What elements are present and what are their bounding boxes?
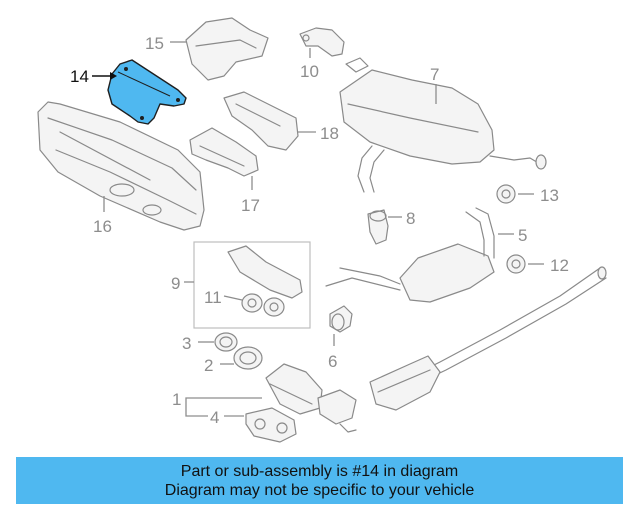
leader-11 xyxy=(223,295,243,301)
callout-7: 7 xyxy=(430,65,439,84)
callout-6: 6 xyxy=(328,352,337,371)
callout-2: 2 xyxy=(204,356,213,375)
callout-17: 17 xyxy=(241,196,260,215)
leader-14-arrow-icon xyxy=(110,72,117,80)
callout-16: 16 xyxy=(93,217,112,236)
callout-3: 3 xyxy=(182,334,191,353)
part-3-gasket xyxy=(214,332,238,352)
part-16-heat-shield xyxy=(37,101,205,231)
part-17-bracket xyxy=(189,127,259,177)
callout-1: 1 xyxy=(172,390,181,409)
part-12-hanger-rubber xyxy=(506,254,526,274)
exhaust-parts-diagram: 16 14 15 18 17 10 xyxy=(37,17,607,443)
part-14-heat-shield xyxy=(107,59,187,125)
callout-10: 10 xyxy=(300,62,319,81)
callout-15: 15 xyxy=(145,34,164,53)
callout-11: 11 xyxy=(204,288,222,307)
info-banner: Part or sub-assembly is #14 in diagram D… xyxy=(16,457,623,504)
callout-18: 18 xyxy=(320,124,339,143)
part-13-hanger-rubber xyxy=(496,184,516,204)
part-15-bracket xyxy=(185,17,269,81)
callout-13: 13 xyxy=(540,186,559,205)
callout-4: 4 xyxy=(210,408,219,427)
part-18-bracket xyxy=(223,91,299,151)
callout-12: 12 xyxy=(550,256,569,275)
banner-line-1: Part or sub-assembly is #14 in diagram xyxy=(180,463,459,480)
callout-8: 8 xyxy=(406,209,415,228)
part-2-gasket xyxy=(233,346,263,370)
callout-9: 9 xyxy=(171,274,180,293)
part-7-rear-muffler xyxy=(339,57,547,193)
part-9-group-box xyxy=(193,241,311,329)
part-8-clamp xyxy=(367,209,389,245)
banner-line-2: Diagram may not be specific to your vehi… xyxy=(164,482,475,499)
part-5-intermediate-muffler xyxy=(325,207,495,303)
callout-14: 14 xyxy=(70,67,89,86)
part-1-catalytic-converter xyxy=(265,355,441,433)
part-4-flange-gasket xyxy=(245,407,297,443)
leader-1-bracket xyxy=(185,397,190,417)
callout-5: 5 xyxy=(518,226,527,245)
part-6-clamp xyxy=(329,305,353,333)
part-10-hanger xyxy=(299,27,345,57)
